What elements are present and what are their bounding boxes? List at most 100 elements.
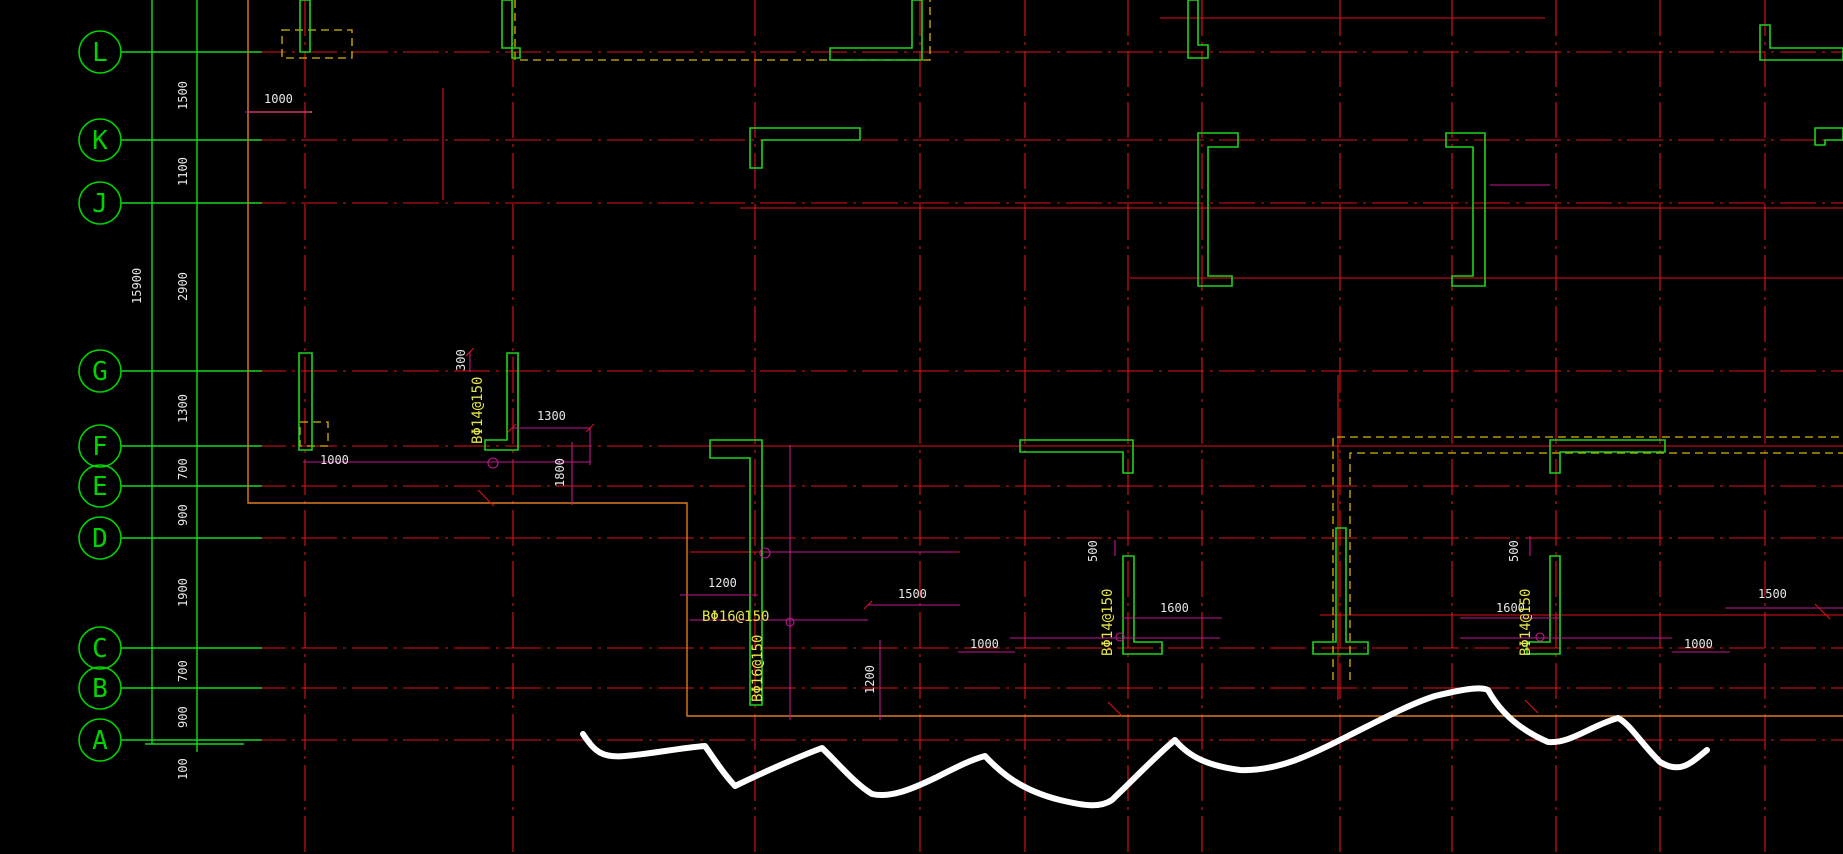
axis-bubble-circle <box>78 626 122 670</box>
axis-dimension-label: 900 <box>176 504 190 526</box>
axis-bubble-circle <box>78 118 122 162</box>
rebar-label: BΦ16@150 <box>750 635 766 702</box>
rebar-label: BΦ14@150 <box>1518 589 1534 656</box>
total-dimension-label: 15900 <box>130 268 144 304</box>
axis-dimension-label: 900 <box>176 706 190 728</box>
axis-bubble-f: F <box>78 424 262 468</box>
axis-dimension-label: 1100 <box>176 157 190 186</box>
axis-bubble-label: F <box>92 432 108 462</box>
dim-label: 1600 <box>1496 601 1525 615</box>
axis-bubble-label: A <box>92 726 108 756</box>
wall-segment <box>1312 527 1369 655</box>
dim-label: 500 <box>1086 540 1100 562</box>
dashed-outline <box>514 0 931 61</box>
dim-tick <box>477 489 495 507</box>
dim-label: 1000 <box>320 453 349 467</box>
wall-segment <box>1445 132 1486 287</box>
wall-segment <box>1019 439 1134 474</box>
axis-bubble-label: L <box>92 38 108 68</box>
dim-marker <box>1535 632 1545 642</box>
axis-bubble-label: K <box>92 126 108 156</box>
dim-tick <box>585 423 595 433</box>
rebar-label: BΦ16@150 <box>702 609 769 625</box>
dashed-outline <box>1332 436 1843 680</box>
dashed-outline <box>1349 452 1843 680</box>
wall-segment <box>1549 439 1666 474</box>
wall-segment <box>1197 132 1239 287</box>
wall-segment <box>1759 24 1843 61</box>
axis-bubble-label: C <box>92 634 108 664</box>
axis-dimension-label: 700 <box>176 458 190 480</box>
wall-segment <box>1526 555 1561 655</box>
dim-label: 1600 <box>1160 601 1189 615</box>
dashed-outlines <box>281 0 1843 680</box>
revision-cloud-scribble <box>580 685 1710 809</box>
dim-label: 1200 <box>863 665 877 694</box>
dim-tick <box>1524 699 1539 714</box>
axis-bubble-label: J <box>92 189 108 219</box>
slab-edges <box>247 0 1843 717</box>
axis-bubble-circle <box>78 349 122 393</box>
dashed-outline <box>299 421 329 447</box>
dim-label: 1800 <box>553 458 567 487</box>
wall-segment <box>501 0 521 59</box>
rebar-label: BΦ14@150 <box>1100 589 1116 656</box>
axis-bubble-label: G <box>92 357 108 387</box>
axis-bubble-d: D <box>78 516 262 560</box>
axis-bubble-label: B <box>92 674 108 704</box>
dim-label: 500 <box>1507 540 1521 562</box>
dim-label: 1500 <box>898 587 927 601</box>
shear-walls <box>298 0 1843 706</box>
wall-segment <box>484 352 519 451</box>
axis-bubble-g: G <box>78 349 262 393</box>
axis-dimension-label: 1500 <box>176 81 190 110</box>
dim-marker <box>1115 632 1125 642</box>
rebar-label: BΦ14@150 <box>470 377 486 444</box>
axis-bubble-a: A <box>78 718 262 762</box>
dim-marker <box>785 617 795 627</box>
axis-bubbles: L K J G FED CBA <box>78 30 262 762</box>
dimension-labels: 1000 300 1300 1000 1800 1200 1500 1000 1… <box>264 92 1787 694</box>
axis-bubble-b: B <box>78 666 262 710</box>
wall-segment <box>298 352 313 451</box>
horizontal-grid-lines <box>250 17 1843 741</box>
wall-segment <box>749 127 861 169</box>
dim-tick <box>1107 701 1123 717</box>
dim-tick <box>863 600 873 610</box>
axis-bubble-e: E <box>78 464 262 508</box>
axis-bubble-label: D <box>92 524 108 554</box>
axis-dimension-label: 700 <box>176 660 190 682</box>
dim-label: 1000 <box>1684 637 1713 651</box>
dim-label: 300 <box>454 349 468 371</box>
axis-dimension-label: 1900 <box>176 578 190 607</box>
axis-bubble-circle <box>78 181 122 225</box>
dimension-lines <box>245 111 1843 720</box>
dim-label: 1500 <box>1758 587 1787 601</box>
axis-bubble-k: K <box>78 118 262 162</box>
wall-segment <box>829 0 923 61</box>
axis-bubble-circle <box>78 464 122 508</box>
dim-label: 1000 <box>970 637 999 651</box>
dim-label: 1200 <box>708 576 737 590</box>
wall-segment <box>299 0 311 53</box>
dim-marker <box>487 457 499 469</box>
axis-bubble-circle <box>78 424 122 468</box>
axis-bubble-circle <box>78 666 122 710</box>
dim-tick <box>465 347 475 357</box>
wall-segment <box>1814 127 1843 146</box>
axis-bubble-l: L <box>78 30 262 74</box>
axis-bubble-circle <box>78 516 122 560</box>
axis-dimension-column <box>145 0 244 752</box>
dim-label: 1000 <box>264 92 293 106</box>
dimension-ticks <box>465 347 1831 717</box>
axis-bubble-circle <box>78 30 122 74</box>
dashed-outline <box>281 29 353 59</box>
wall-segment <box>709 439 763 706</box>
axis-bubble-c: C <box>78 626 262 670</box>
slab-edge-line <box>247 0 1843 717</box>
axis-dimension-label: 100 <box>176 758 190 780</box>
axis-bubble-circle <box>78 718 122 762</box>
rebar-labels: BΦ14@150 BΦ16@150 BΦ16@150 BΦ14@150 BΦ14… <box>470 377 1534 702</box>
